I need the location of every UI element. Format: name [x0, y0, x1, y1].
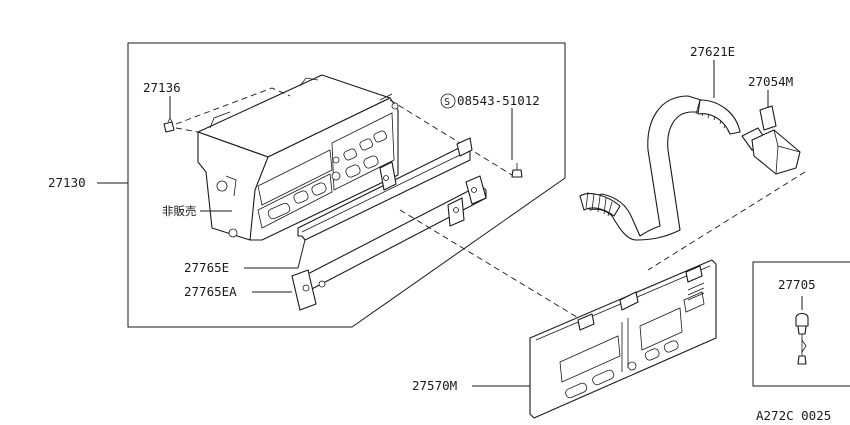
bulb-27705 — [795, 312, 809, 365]
dash-27136 — [175, 87, 291, 133]
reference-code: A272C 0025 — [756, 408, 831, 423]
screw-08543 — [511, 163, 523, 178]
aspirator — [741, 105, 801, 175]
label-27621e[interactable]: 27621E — [690, 44, 735, 59]
clip-27136 — [163, 117, 175, 133]
bracket-27765ea — [291, 175, 487, 311]
finisher-panel — [529, 259, 717, 419]
aspirator-hose — [579, 95, 741, 241]
label-27054m[interactable]: 27054M — [748, 74, 793, 89]
dash-connector-finisher — [647, 171, 806, 271]
dash-screw — [389, 99, 513, 176]
label-27130[interactable]: 27130 — [48, 175, 86, 190]
control-unit — [197, 74, 399, 241]
label-not-for-sale[interactable]: 非販売 — [162, 204, 197, 218]
label-08543-51012[interactable]: 08543-51012 — [457, 93, 540, 108]
leader-27765e-b — [297, 239, 306, 269]
label-27136[interactable]: 27136 — [143, 80, 181, 95]
label-27765e[interactable]: 27765E — [184, 260, 229, 275]
label-27570m[interactable]: 27570M — [412, 378, 457, 393]
dash-to-finisher — [399, 209, 586, 323]
label-27705[interactable]: 27705 — [778, 277, 816, 292]
bracket-27765e — [297, 137, 473, 241]
assembly-frame — [127, 42, 566, 328]
screw-symbol-circle — [440, 93, 456, 109]
label-27765ea[interactable]: 27765EA — [184, 284, 237, 299]
subbox-27705 — [752, 261, 850, 387]
screw-symbol: S — [444, 97, 450, 108]
